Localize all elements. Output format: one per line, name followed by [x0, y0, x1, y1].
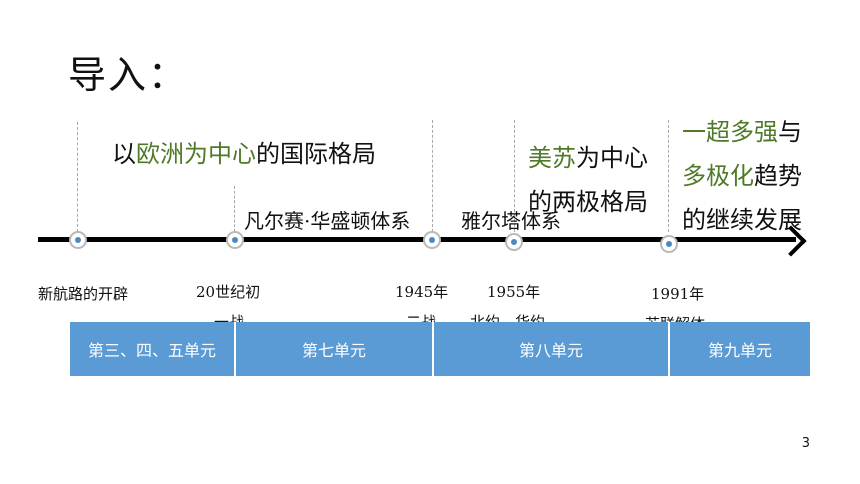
guide-line-1: [77, 122, 78, 232]
guide-line-3: [432, 120, 433, 232]
event-sub-4: 北约、华约: [470, 313, 546, 322]
slide-title: 导入：: [68, 53, 189, 97]
guide-line-2: [234, 186, 235, 232]
timeline-axis: [38, 237, 796, 242]
unit-7: 第七单元: [236, 322, 434, 376]
unit-3-4-5: 第三、四、五单元: [70, 322, 236, 376]
timeline-node-3: [423, 231, 441, 249]
unit-9: 第九单元: [670, 322, 810, 376]
unit-bar: 第三、四、五单元 第七单元 第八单元 第九单元: [70, 322, 810, 376]
page-number: 3: [801, 436, 810, 451]
event-label-2: 20世纪初: [196, 283, 261, 301]
event-sub-3: 二战: [406, 313, 437, 322]
event-label-1: 新航路的开辟: [38, 285, 129, 303]
guide-line-4: [514, 120, 515, 232]
system-yalta: 雅尔塔体系: [461, 209, 561, 233]
heading-bipolar: 美苏为中心 的两极格局: [528, 144, 648, 216]
event-sub-5: 苏联解体: [645, 313, 705, 322]
heading-multipolar: 一超多强与 多极化趋势 的继续发展: [682, 118, 802, 234]
unit-8: 第八单元: [434, 322, 670, 376]
event-label-4: 1955年: [487, 283, 541, 301]
timeline-node-2: [226, 231, 244, 249]
timeline-labels: 新航路的开辟 20世纪初 一战 1945年 二战 1955年 北约、华约 199…: [38, 283, 705, 322]
heading-europe: 以欧洲为中心的国际格局: [112, 140, 376, 168]
event-sub-2: 一战: [214, 313, 245, 322]
event-label-3: 1945年: [395, 283, 449, 301]
system-versailles: 凡尔赛·华盛顿体系: [244, 209, 411, 233]
guide-line-5: [668, 120, 669, 232]
timeline-node-5: [660, 235, 678, 253]
timeline-node-1: [69, 231, 87, 249]
timeline-node-4: [505, 233, 523, 251]
event-label-5: 1991年: [651, 285, 705, 303]
